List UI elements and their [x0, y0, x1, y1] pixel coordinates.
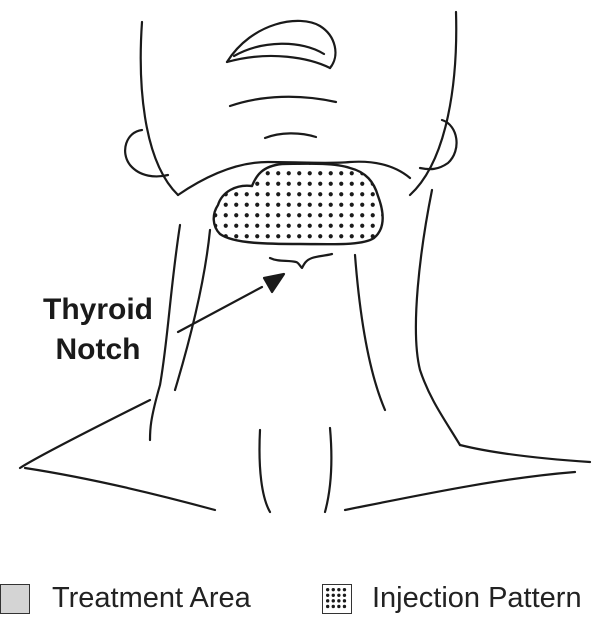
face-left	[141, 22, 178, 195]
legend-item-injection-pattern: Injection Pattern	[322, 570, 605, 627]
scm-left	[175, 230, 210, 390]
face-right	[410, 12, 456, 195]
sternal-line-right	[325, 428, 331, 512]
lip-line	[234, 44, 324, 56]
lower-lip-outline	[227, 56, 330, 68]
neck-diagram	[0, 0, 605, 540]
scm-right	[355, 255, 385, 410]
treatment-area-label: Treatment Area	[52, 582, 251, 615]
treatment-area-swatch	[0, 584, 30, 614]
shoulder-right	[460, 445, 590, 462]
injection-pattern-label: Injection Pattern	[372, 582, 582, 615]
injection-pattern-area	[214, 164, 383, 245]
clavicle-left	[25, 468, 215, 510]
thyroid-notch	[270, 254, 332, 268]
chin-crease-upper	[230, 97, 336, 106]
arrow-head	[264, 274, 284, 292]
callout-label: Thyroid Notch	[18, 290, 178, 370]
callout-line-2: Notch	[18, 330, 178, 370]
shoulder-left	[20, 400, 150, 468]
injection-pattern-swatch	[322, 584, 352, 614]
chin-crease-lower	[265, 133, 316, 138]
sternal-line-left	[259, 430, 270, 512]
clavicle-right	[345, 472, 575, 510]
arrow-line	[178, 287, 262, 332]
legend-item-treatment-area: Treatment Area	[0, 570, 280, 627]
neck-right	[416, 190, 460, 445]
legend: Treatment Area Injection Pattern	[0, 570, 605, 627]
ear-left	[125, 130, 168, 176]
ear-right	[420, 120, 457, 169]
callout-line-1: Thyroid	[18, 290, 178, 330]
